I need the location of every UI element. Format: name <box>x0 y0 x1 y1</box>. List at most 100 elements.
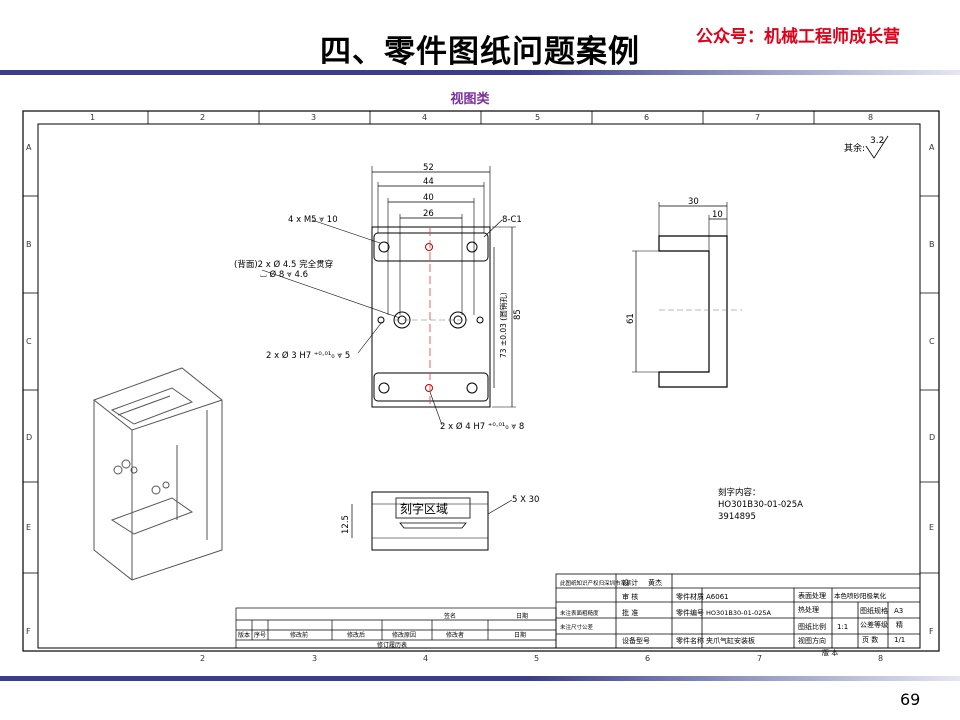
grid-bottom-7: 7 <box>757 654 762 663</box>
engineering-drawing: 1 2 3 4 5 6 7 8 3 2 4 5 6 7 8 A B C D E … <box>22 110 940 663</box>
slide-title: 四、零件图纸问题案例 <box>320 34 640 70</box>
dim-12-5: 12.5 <box>341 515 351 534</box>
grid-side-d-right: D <box>929 433 935 442</box>
grid-top-5: 5 <box>535 113 540 122</box>
grid-bottom-3: 3 <box>312 654 317 663</box>
tb-design-label: 设 计 <box>622 578 638 587</box>
engrave-note-line1: HO301B30-01-025A <box>718 500 803 510</box>
grid-side-b: B <box>26 240 32 249</box>
grid-bottom-5: 5 <box>534 654 539 663</box>
grid-top-6: 6 <box>644 113 649 122</box>
tb-scale: 1:1 <box>837 623 848 631</box>
tb-part-name: 夹爪气缸安装板 <box>706 636 755 645</box>
tb-tol: 精 <box>896 620 903 629</box>
page-number: 69 <box>900 690 921 709</box>
tb-general-tol: 未注表面粗糙度 <box>560 609 599 617</box>
engrave-note-heading: 刻字内容： <box>718 487 761 498</box>
grid-top-4: 4 <box>422 113 427 122</box>
callout-h7-3: 2 x Ø 3 H7 ⁺⁰·⁰¹₀ ⩔ 5 <box>266 350 350 361</box>
grid-top-1: 1 <box>90 113 95 122</box>
tb-material: A6061 <box>706 593 729 601</box>
section-subtitle: 视图类 <box>450 92 490 107</box>
callout-h7-4: 2 x Ø 4 H7 ⁺⁰·⁰¹₀ ⩔ 8 <box>440 421 524 432</box>
tb-scale-label: 图纸比例 <box>798 622 826 631</box>
tb-approve-label: 批 准 <box>622 608 638 617</box>
tb-material-label: 零件材质 <box>676 592 704 601</box>
grid-top-7: 7 <box>755 113 760 122</box>
wechat-label: 公众号：机械工程师成长营 <box>696 27 900 47</box>
tb-surface: 本色喷砂阳极氧化 <box>834 591 887 600</box>
tb-part-name-label: 零件名称 <box>676 636 704 645</box>
front-view <box>261 166 516 426</box>
grid-side-a-right: A <box>929 143 935 152</box>
drawing-inner-frame <box>37 123 921 649</box>
tb-review-label: 审 核 <box>622 592 638 601</box>
dim-26: 26 <box>423 209 434 219</box>
grid-side-b-right: B <box>929 240 935 249</box>
tb-pages: 1/1 <box>894 636 905 644</box>
dim-52: 52 <box>423 163 434 173</box>
grid-bottom-2: 2 <box>200 654 205 663</box>
tb-part-no-label: 零件编号 <box>676 608 704 617</box>
dim-10: 10 <box>712 210 723 220</box>
dim-85: 85 <box>513 309 523 320</box>
rev-sign: 签名 <box>444 612 456 620</box>
isometric-view <box>93 367 223 581</box>
bottom-rule <box>0 676 960 681</box>
tb-part-no: HO301B30-01-025A <box>706 609 772 617</box>
callout-back-hole-2: ⌴ Ø 8 ⩔ 4.6 <box>260 269 308 280</box>
grid-top-3: 3 <box>311 113 316 122</box>
rev-col-no: 序号 <box>254 631 266 639</box>
grid-bottom-8: 8 <box>878 654 883 663</box>
dim-73: 73 ±0.03 (圆销孔) <box>498 292 508 358</box>
roughness-value: 3.2 <box>870 136 884 146</box>
revision-table <box>235 607 557 649</box>
tb-surface-label: 表面处理 <box>798 591 826 600</box>
grid-side-a: A <box>26 143 32 152</box>
engrave-area-label: 刻字区域 <box>400 501 448 516</box>
rev-col-date: 日期 <box>514 631 526 639</box>
rev-col-version: 版本 <box>238 631 250 639</box>
grid-top-8: 8 <box>868 113 873 122</box>
tb-tol-label: 公差等级 <box>860 620 888 629</box>
grid-bottom-6: 6 <box>645 654 650 663</box>
roughness-label: 其余: <box>844 142 865 154</box>
grid-bottom-4: 4 <box>423 654 428 663</box>
tb-version-label: 版 本 <box>822 648 838 657</box>
tb-linear-tol: 未注尺寸公差 <box>560 623 594 631</box>
dim-40: 40 <box>423 193 434 203</box>
callout-back-hole-1: (背面)2 x Ø 4.5 完全贯穿 <box>234 259 333 270</box>
roughness-symbol-icon <box>865 135 889 159</box>
tb-equip-label: 设备型号 <box>622 636 650 645</box>
grid-side-c: C <box>26 337 32 346</box>
rev-date-head: 日期 <box>516 612 528 620</box>
dim-30: 30 <box>688 197 699 207</box>
grid-side-c-right: C <box>929 337 935 346</box>
rev-col-reason: 修改原因 <box>392 631 416 639</box>
rev-col-editor: 修改者 <box>446 631 464 639</box>
rev-table-label: 修订履历表 <box>377 641 407 649</box>
tb-view-label: 视图方向 <box>798 636 826 645</box>
grid-top-2: 2 <box>200 113 205 122</box>
rev-col-after: 修改后 <box>347 631 365 639</box>
engrave-note-line2: 3914895 <box>718 512 756 522</box>
dim-44: 44 <box>423 177 434 187</box>
grid-side-e-right: E <box>929 523 934 532</box>
rev-col-before: 修改前 <box>290 631 308 639</box>
callout-m5: 4 x M5 ⩔ 10 <box>288 215 338 225</box>
grid-side-f-right: F <box>929 627 934 636</box>
side-view <box>632 202 742 388</box>
grid-side-f: F <box>26 627 31 636</box>
corp-notice: 此图纸知识产权归深圳市某某 <box>560 579 632 587</box>
tb-size-label: 图纸规格 <box>860 606 888 615</box>
tb-heat-label: 热处理 <box>798 605 819 614</box>
callout-chamfer: 8-C1 <box>502 215 522 225</box>
grid-side-e: E <box>26 523 31 532</box>
drawing-outer-frame <box>22 110 940 652</box>
dim-61: 61 <box>626 313 636 324</box>
tb-size: A3 <box>894 607 903 615</box>
tb-pages-label: 页 数 <box>862 635 878 644</box>
top-rule <box>0 70 960 75</box>
engrave-size: 5 X 30 <box>512 495 539 505</box>
engrave-view <box>351 491 513 551</box>
